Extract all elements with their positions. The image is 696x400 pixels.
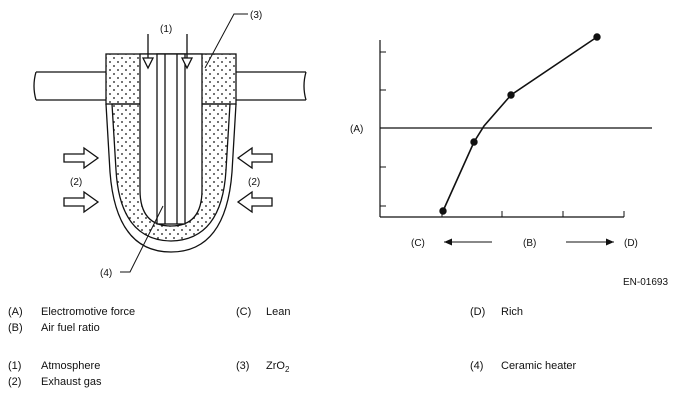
legend-key: (3) — [236, 360, 250, 372]
callout-2-left: (2) — [70, 177, 82, 188]
legend-text: Rich — [501, 306, 524, 318]
legend-text: Electromotive force — [41, 306, 136, 318]
curve-point-1 — [439, 207, 447, 215]
legend-text: Exhaust gas — [41, 376, 102, 388]
callout-1: (1) — [160, 24, 172, 35]
graph-label-air-fuel: (B) — [523, 238, 536, 249]
curve-point-3 — [507, 91, 515, 99]
callout-3: (3) — [250, 10, 262, 21]
legend-item-d: (D) Rich — [470, 306, 523, 319]
curve-point-2 — [470, 138, 478, 146]
legend-item-2: (2) Exhaust gas — [8, 376, 102, 389]
callout-4: (4) — [100, 268, 112, 279]
y-ticks — [380, 51, 386, 207]
legend-key: (D) — [470, 306, 486, 318]
graph-label-rich: (D) — [624, 238, 638, 249]
legend-text: ZrO — [266, 360, 285, 372]
atmosphere-arrows — [141, 34, 194, 70]
legend-subscript: 2 — [284, 365, 290, 375]
legend-key: (2) — [8, 376, 22, 388]
outer-cover — [105, 103, 237, 253]
legend-item-1: (1) Atmosphere — [8, 360, 100, 373]
graph-y-label: (A) — [350, 124, 363, 135]
leader-4 — [120, 205, 164, 273]
legend-text: Atmosphere — [41, 360, 101, 372]
legend-item-b: (B) Air fuel ratio — [8, 322, 100, 335]
emf-graph — [379, 33, 652, 246]
legend-item-3: (3) ZrO2 — [236, 360, 289, 376]
legend-key: (A) — [8, 306, 23, 318]
legend-key: (C) — [236, 306, 252, 318]
legend-text: Ceramic heater — [501, 360, 577, 372]
legend-key: (4) — [470, 360, 484, 372]
ceramic-heater — [156, 53, 186, 225]
pipe-wall-left — [33, 71, 106, 101]
x-ticks — [441, 211, 625, 217]
legend-item-4: (4) Ceramic heater — [470, 360, 576, 373]
leader-3 — [204, 13, 248, 69]
pipe-wall-right — [236, 71, 307, 101]
emf-curve — [442, 36, 598, 212]
exhaust-arrow-left-top — [63, 146, 100, 170]
callout-2-right: (2) — [248, 177, 260, 188]
exhaust-arrow-right-bottom — [236, 190, 273, 214]
figure-code: EN-01693 — [623, 277, 669, 288]
curve-point-4 — [593, 33, 601, 41]
legend-item-c: (C) Lean — [236, 306, 290, 319]
sensor-cross-section — [33, 13, 307, 273]
exhaust-arrow-left-bottom — [63, 190, 100, 214]
legend-text: Lean — [266, 306, 291, 318]
exhaust-arrow-right-top — [236, 146, 273, 170]
legend-key: (B) — [8, 322, 23, 334]
legend-item-a: (A) Electromotive force — [8, 306, 135, 319]
legend-key: (1) — [8, 360, 22, 372]
legend-text: Air fuel ratio — [41, 322, 100, 334]
graph-label-lean: (C) — [411, 238, 425, 249]
